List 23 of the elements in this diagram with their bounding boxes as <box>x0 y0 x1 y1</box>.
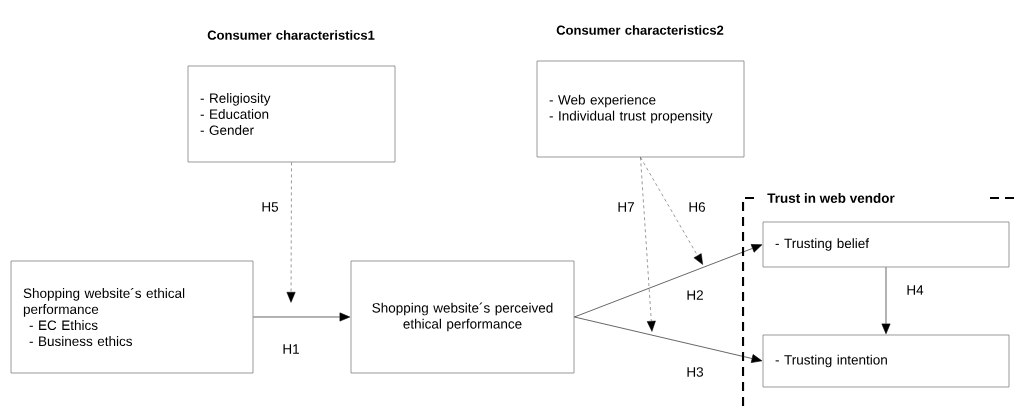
arrow <box>574 316 763 363</box>
arrow <box>253 312 351 322</box>
box: - Trusting belief <box>762 221 1010 268</box>
box-heading: Consumer characteristics1 <box>207 30 375 40</box>
edge-label: H1 <box>283 344 299 354</box>
box: - Religiosity - Education - Gender <box>187 65 396 163</box>
edge-label: H4 <box>907 285 924 295</box>
arrow <box>640 157 703 265</box>
edge-label: H5 <box>262 202 279 212</box>
box: Shopping website´s ethical performance - EC Ethics - Business ethics <box>10 260 254 374</box>
edge-label: H6 <box>689 202 706 212</box>
edge-label: H2 <box>687 290 703 300</box>
edge-label: H3 <box>687 367 704 377</box>
box: Shopping website´s perceived ethical performance <box>350 260 575 374</box>
box: - Web experience - Individual trust propensity <box>536 60 745 158</box>
box-heading: Consumer characteristics2 <box>556 25 724 35</box>
arrow <box>881 267 891 335</box>
arrow <box>640 157 656 332</box>
arrow <box>574 244 763 318</box>
group-title: Trust in web vendor <box>765 191 897 205</box>
edge-label: H7 <box>618 202 634 212</box>
box: - Trusting intention <box>762 334 1010 388</box>
arrow <box>286 162 296 303</box>
